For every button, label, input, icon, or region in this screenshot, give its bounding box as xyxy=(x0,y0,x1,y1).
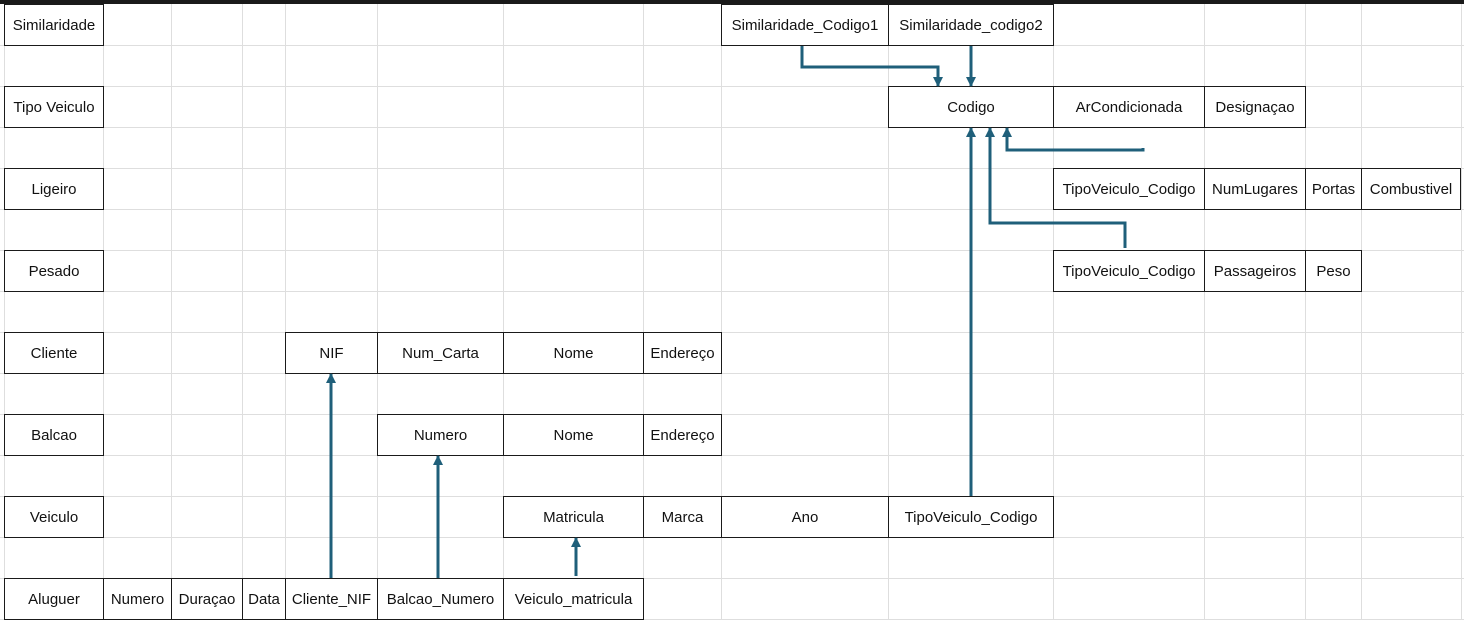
column-pesado-tipoveiculo-codigo[interactable]: TipoVeiculo_Codigo xyxy=(1053,250,1205,292)
grid-row-line xyxy=(0,578,1464,579)
grid-row-line xyxy=(0,373,1464,374)
column-veiculo-matricula[interactable]: Matricula xyxy=(503,496,644,538)
column-aluguer-duracao[interactable]: Duraçao xyxy=(171,578,243,620)
column-balcao-numero[interactable]: Numero xyxy=(377,414,504,456)
column-veiculo-tipoveiculo-codigo[interactable]: TipoVeiculo_Codigo xyxy=(888,496,1054,538)
grid-row-line xyxy=(0,168,1464,169)
column-cliente-endereco[interactable]: Endereço xyxy=(643,332,722,374)
grid-column-line xyxy=(1461,4,1462,620)
table-name-aluguer[interactable]: Aluguer xyxy=(4,578,104,620)
table-name-similaridade[interactable]: Similaridade xyxy=(4,4,104,46)
table-name-tipo-veiculo[interactable]: Tipo Veiculo xyxy=(4,86,104,128)
grid-column-line xyxy=(643,4,644,620)
column-aluguer-cliente-nif[interactable]: Cliente_NIF xyxy=(285,578,378,620)
column-cliente-nif[interactable]: NIF xyxy=(285,332,378,374)
grid-row-line xyxy=(0,209,1464,210)
column-ligeiro-combustivel[interactable]: Combustivel xyxy=(1361,168,1461,210)
column-pesado-passageiros[interactable]: Passageiros xyxy=(1204,250,1306,292)
grid-column-line xyxy=(1305,4,1306,620)
window-top-bar xyxy=(0,0,1464,4)
column-tipo-veiculo-codigo[interactable]: Codigo xyxy=(888,86,1054,128)
table-name-pesado[interactable]: Pesado xyxy=(4,250,104,292)
column-veiculo-marca[interactable]: Marca xyxy=(643,496,722,538)
table-name-balcao[interactable]: Balcao xyxy=(4,414,104,456)
grid-column-line xyxy=(171,4,172,620)
grid-column-line xyxy=(242,4,243,620)
column-tipo-veiculo-arcondicionada[interactable]: ArCondicionada xyxy=(1053,86,1205,128)
table-name-cliente[interactable]: Cliente xyxy=(4,332,104,374)
column-similaridade-codigo2[interactable]: Similaridade_codigo2 xyxy=(888,4,1054,46)
grid-column-line xyxy=(1361,4,1362,620)
column-balcao-nome[interactable]: Nome xyxy=(503,414,644,456)
column-ligeiro-tipoveiculo-codigo[interactable]: TipoVeiculo_Codigo xyxy=(1053,168,1205,210)
grid-row-line xyxy=(0,332,1464,333)
table-name-veiculo[interactable]: Veiculo xyxy=(4,496,104,538)
column-aluguer-data[interactable]: Data xyxy=(242,578,286,620)
grid-column-line xyxy=(1053,4,1054,620)
grid-row-line xyxy=(0,291,1464,292)
grid-row-line xyxy=(0,127,1464,128)
grid-row-line xyxy=(0,86,1464,87)
grid-row-line xyxy=(0,250,1464,251)
column-aluguer-numero[interactable]: Numero xyxy=(103,578,172,620)
table-name-ligeiro[interactable]: Ligeiro xyxy=(4,168,104,210)
column-ligeiro-portas[interactable]: Portas xyxy=(1305,168,1362,210)
grid-row-line xyxy=(0,414,1464,415)
column-similaridade-codigo1[interactable]: Similaridade_Codigo1 xyxy=(721,4,889,46)
grid-column-line xyxy=(888,4,889,620)
column-pesado-peso[interactable]: Peso xyxy=(1305,250,1362,292)
grid-column-line xyxy=(1204,4,1205,620)
grid-row-line xyxy=(0,455,1464,456)
column-cliente-num-carta[interactable]: Num_Carta xyxy=(377,332,504,374)
column-veiculo-ano[interactable]: Ano xyxy=(721,496,889,538)
grid-column-line xyxy=(4,4,5,620)
column-aluguer-balcao-numero[interactable]: Balcao_Numero xyxy=(377,578,504,620)
grid-column-line xyxy=(103,4,104,620)
grid-column-line xyxy=(285,4,286,620)
grid-column-line xyxy=(377,4,378,620)
column-balcao-endereco[interactable]: Endereço xyxy=(643,414,722,456)
grid-column-line xyxy=(721,4,722,620)
column-ligeiro-numlugares[interactable]: NumLugares xyxy=(1204,168,1306,210)
column-cliente-nome[interactable]: Nome xyxy=(503,332,644,374)
column-tipo-veiculo-designacao[interactable]: Designaçao xyxy=(1204,86,1306,128)
column-aluguer-veiculo-matricula[interactable]: Veiculo_matricula xyxy=(503,578,644,620)
grid-column-line xyxy=(503,4,504,620)
